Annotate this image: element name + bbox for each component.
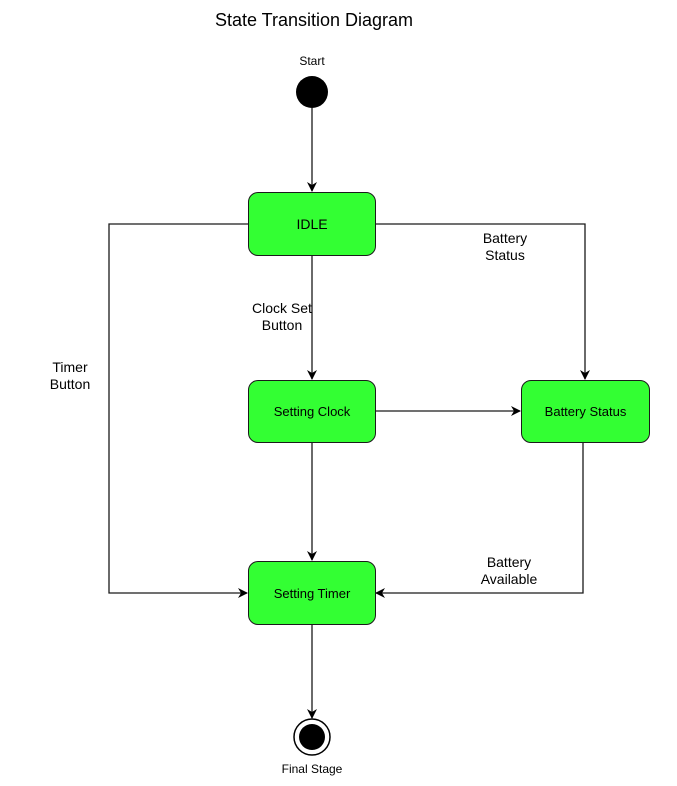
- state-setting-clock[interactable]: Setting Clock: [248, 380, 376, 443]
- state-setting-timer[interactable]: Setting Timer: [248, 561, 376, 625]
- start-label: Start: [299, 54, 325, 68]
- edge-idle-setting-timer: [108, 223, 248, 598]
- edge-battery-status-setting-timer: [375, 443, 584, 598]
- label-battery-status: Battery Status: [482, 230, 528, 263]
- label-timer-button: Timer Button: [49, 359, 91, 392]
- final-label: Final Stage: [281, 762, 343, 776]
- state-battery-status[interactable]: Battery Status: [521, 380, 650, 443]
- diagram-title: State Transition Diagram: [214, 10, 414, 30]
- final-node-inner: [299, 724, 325, 750]
- edge-idle-battery-status: [376, 223, 590, 380]
- state-idle[interactable]: IDLE: [248, 192, 376, 256]
- label-battery-available: Battery Available: [480, 554, 538, 587]
- start-node: [296, 76, 328, 108]
- label-clock-set-button: Clock Set Button: [252, 300, 312, 333]
